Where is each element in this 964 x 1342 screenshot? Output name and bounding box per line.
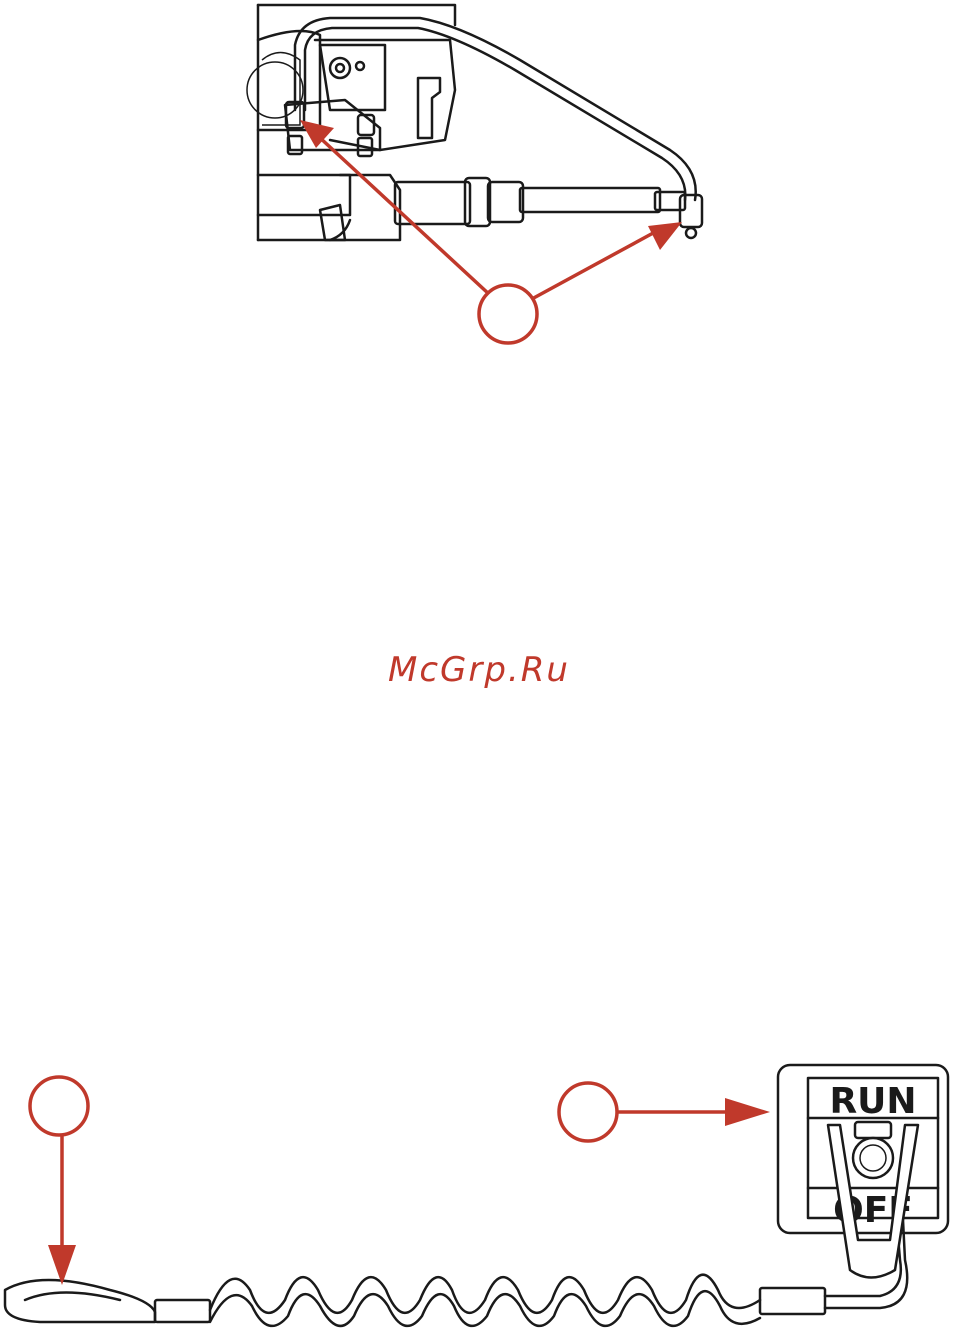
watermark: McGrp.Ru — [388, 650, 570, 690]
callout-circle-top — [479, 285, 537, 343]
lanyard-illustration: RUN OFF — [5, 1065, 948, 1326]
switch-run-label: RUN — [829, 1081, 916, 1122]
callout-circle-right — [559, 1083, 617, 1141]
bottom-callout-arrows — [30, 1077, 770, 1285]
callout-circle-left — [30, 1077, 88, 1135]
engine-illustration — [247, 5, 702, 240]
